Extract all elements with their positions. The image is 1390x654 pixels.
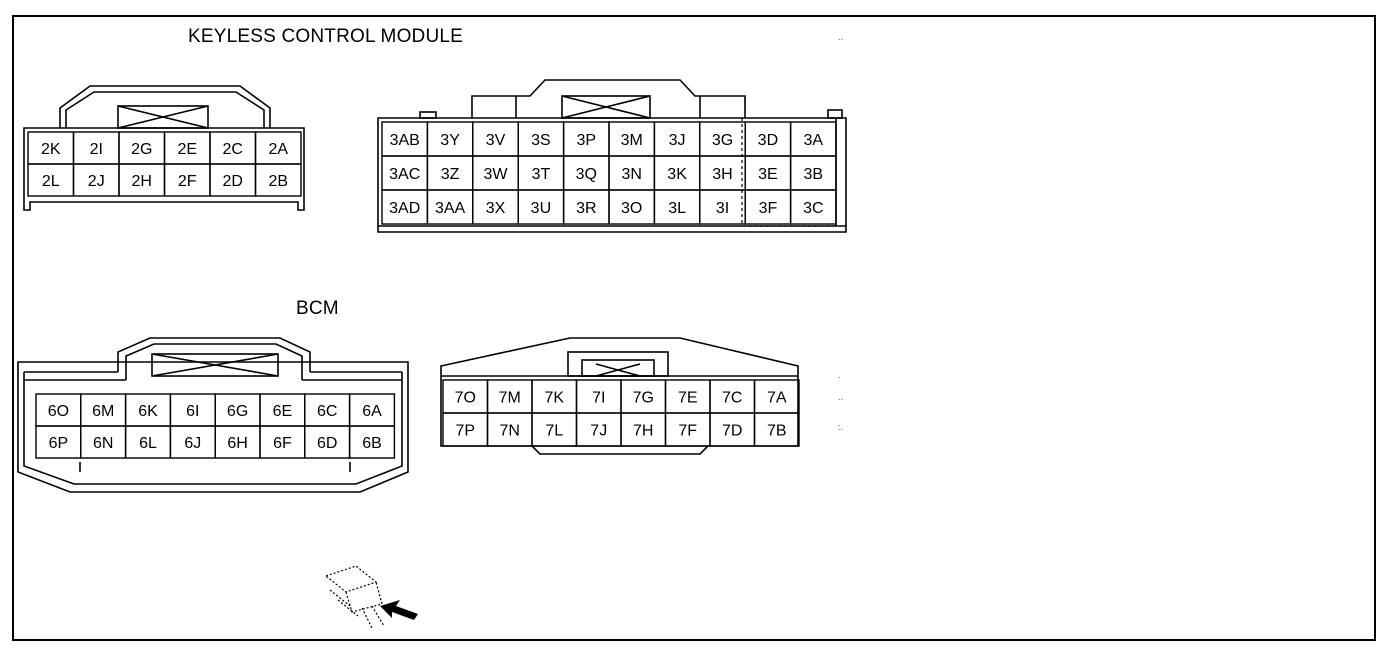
connector-2-housing [23, 85, 305, 211]
pin-label: 7K [544, 390, 564, 407]
pin-label: 3U [531, 200, 551, 217]
pin-label: 6J [184, 435, 201, 452]
pin-label: 7C [722, 390, 742, 407]
pin-label: 3C [803, 200, 823, 217]
pin-label: 3G [712, 132, 733, 149]
pin-label: 6N [93, 435, 113, 452]
pin-label: 6C [317, 403, 337, 420]
view-arrow-icon [380, 600, 418, 620]
pin-label: 6I [186, 403, 199, 420]
pin-label: 7I [592, 390, 605, 407]
pin-label: 2B [268, 173, 288, 190]
pin-label: 7M [499, 390, 521, 407]
keyless-control-module-title: KEYLESS CONTROL MODULE [188, 26, 464, 47]
pin-label: 3Q [576, 166, 597, 183]
pin-label: 7L [545, 423, 563, 440]
pin-label: 3O [621, 200, 642, 217]
pin-label: 6D [317, 435, 337, 452]
pin-label: 6F [273, 435, 292, 452]
pin-label: 3AD [389, 200, 420, 217]
connector-3-hatch [741, 118, 836, 227]
pin-label: 3T [532, 166, 551, 183]
connector-6-grid: 6O 6M 6K 6I 6G 6E 6C 6A 6P 6N 6L 6J 6H 6F 6D 6B [35, 393, 396, 459]
pin-label: 7O [455, 390, 476, 407]
pin-label: 3V [486, 132, 506, 149]
bcm-title: BCM [296, 298, 339, 319]
pin-label: 2L [42, 173, 60, 190]
pin-label: 3AB [390, 132, 420, 149]
pin-label: 6M [92, 403, 114, 420]
pin-label: 7F [678, 423, 697, 440]
pin-label: 2H [132, 173, 152, 190]
edge-mark: :. [838, 422, 844, 432]
pin-cell [254, 163, 302, 197]
edge-mark: . [838, 370, 841, 380]
pin-label: 3J [669, 132, 686, 149]
connector-6-housing [17, 337, 409, 493]
pin-label: 3K [667, 166, 687, 183]
pin-label: 3W [484, 166, 509, 183]
pin-label: 7G [633, 390, 654, 407]
pin-label: 3AA [435, 200, 466, 217]
pin-cell [753, 412, 800, 447]
pin-label: 3N [621, 166, 641, 183]
pin-label: 3M [621, 132, 643, 149]
pin-label: 2J [88, 173, 105, 190]
pin-label: 7D [722, 423, 742, 440]
pin-label: 6B [362, 435, 382, 452]
pin-label: 3S [531, 132, 551, 149]
diagram-frame [12, 15, 1376, 641]
pin-label: 3X [486, 200, 506, 217]
pin-label: 3I [716, 200, 729, 217]
pin-label: 2F [178, 173, 197, 190]
connector-3-grid: 3AB 3Y 3V 3S 3P 3M 3J 3G 3D 3A 3AC 3Z 3W 3T 3Q 3N 3K 3H 3E… [381, 121, 837, 225]
pin-label: 7E [678, 390, 698, 407]
pin-label: 6A [362, 403, 382, 420]
pin-cell [789, 189, 837, 225]
pin-label: 2D [223, 173, 243, 190]
pin-label: 3L [668, 200, 686, 217]
pin-label: 6G [227, 403, 248, 420]
pin-label: 6K [138, 403, 158, 420]
pin-label: 3Z [441, 166, 460, 183]
pin-label: 7A [767, 390, 787, 407]
edge-mark: .. [838, 392, 844, 402]
pin-label: 7N [500, 423, 520, 440]
pin-label: 3Y [440, 132, 460, 149]
pin-label: 2E [177, 141, 197, 158]
pin-cell [348, 425, 396, 459]
connector-7-housing [440, 337, 799, 455]
pin-label: 2G [131, 141, 152, 158]
harness-side-symbol [324, 565, 385, 629]
pin-label: 3D [758, 132, 778, 149]
pin-label: 7J [590, 423, 607, 440]
pin-label: 3B [804, 166, 824, 183]
pin-label: 3A [804, 132, 824, 149]
pin-label: 6P [49, 435, 69, 452]
pin-label: 6O [48, 403, 69, 420]
pin-label: 6L [139, 435, 157, 452]
pin-label: 3AC [389, 166, 420, 183]
edge-mark: .. [838, 32, 844, 42]
pin-label: 3E [758, 166, 778, 183]
pin-label: 3R [576, 200, 596, 217]
pin-label: 6H [227, 435, 247, 452]
pin-label: 7B [767, 423, 787, 440]
pin-label: 2A [268, 141, 288, 158]
pin-label: 7H [633, 423, 653, 440]
pin-label: 3H [712, 166, 732, 183]
pin-label: 7P [455, 423, 475, 440]
pin-label: 2C [223, 141, 243, 158]
pin-label: 3F [759, 200, 778, 217]
connector-2-grid: 2K 2I 2G 2E 2C 2A 2L 2J 2H 2F 2D 2B [27, 131, 302, 197]
pin-label: 2K [41, 141, 61, 158]
pin-label: 3P [577, 132, 597, 149]
pin-label: 6E [273, 403, 293, 420]
pin-label: 2I [90, 141, 103, 158]
connector-7-grid: 7O 7M 7K 7I 7G 7E 7C 7A 7P 7N 7L 7J 7H 7F 7D 7B [442, 379, 800, 447]
